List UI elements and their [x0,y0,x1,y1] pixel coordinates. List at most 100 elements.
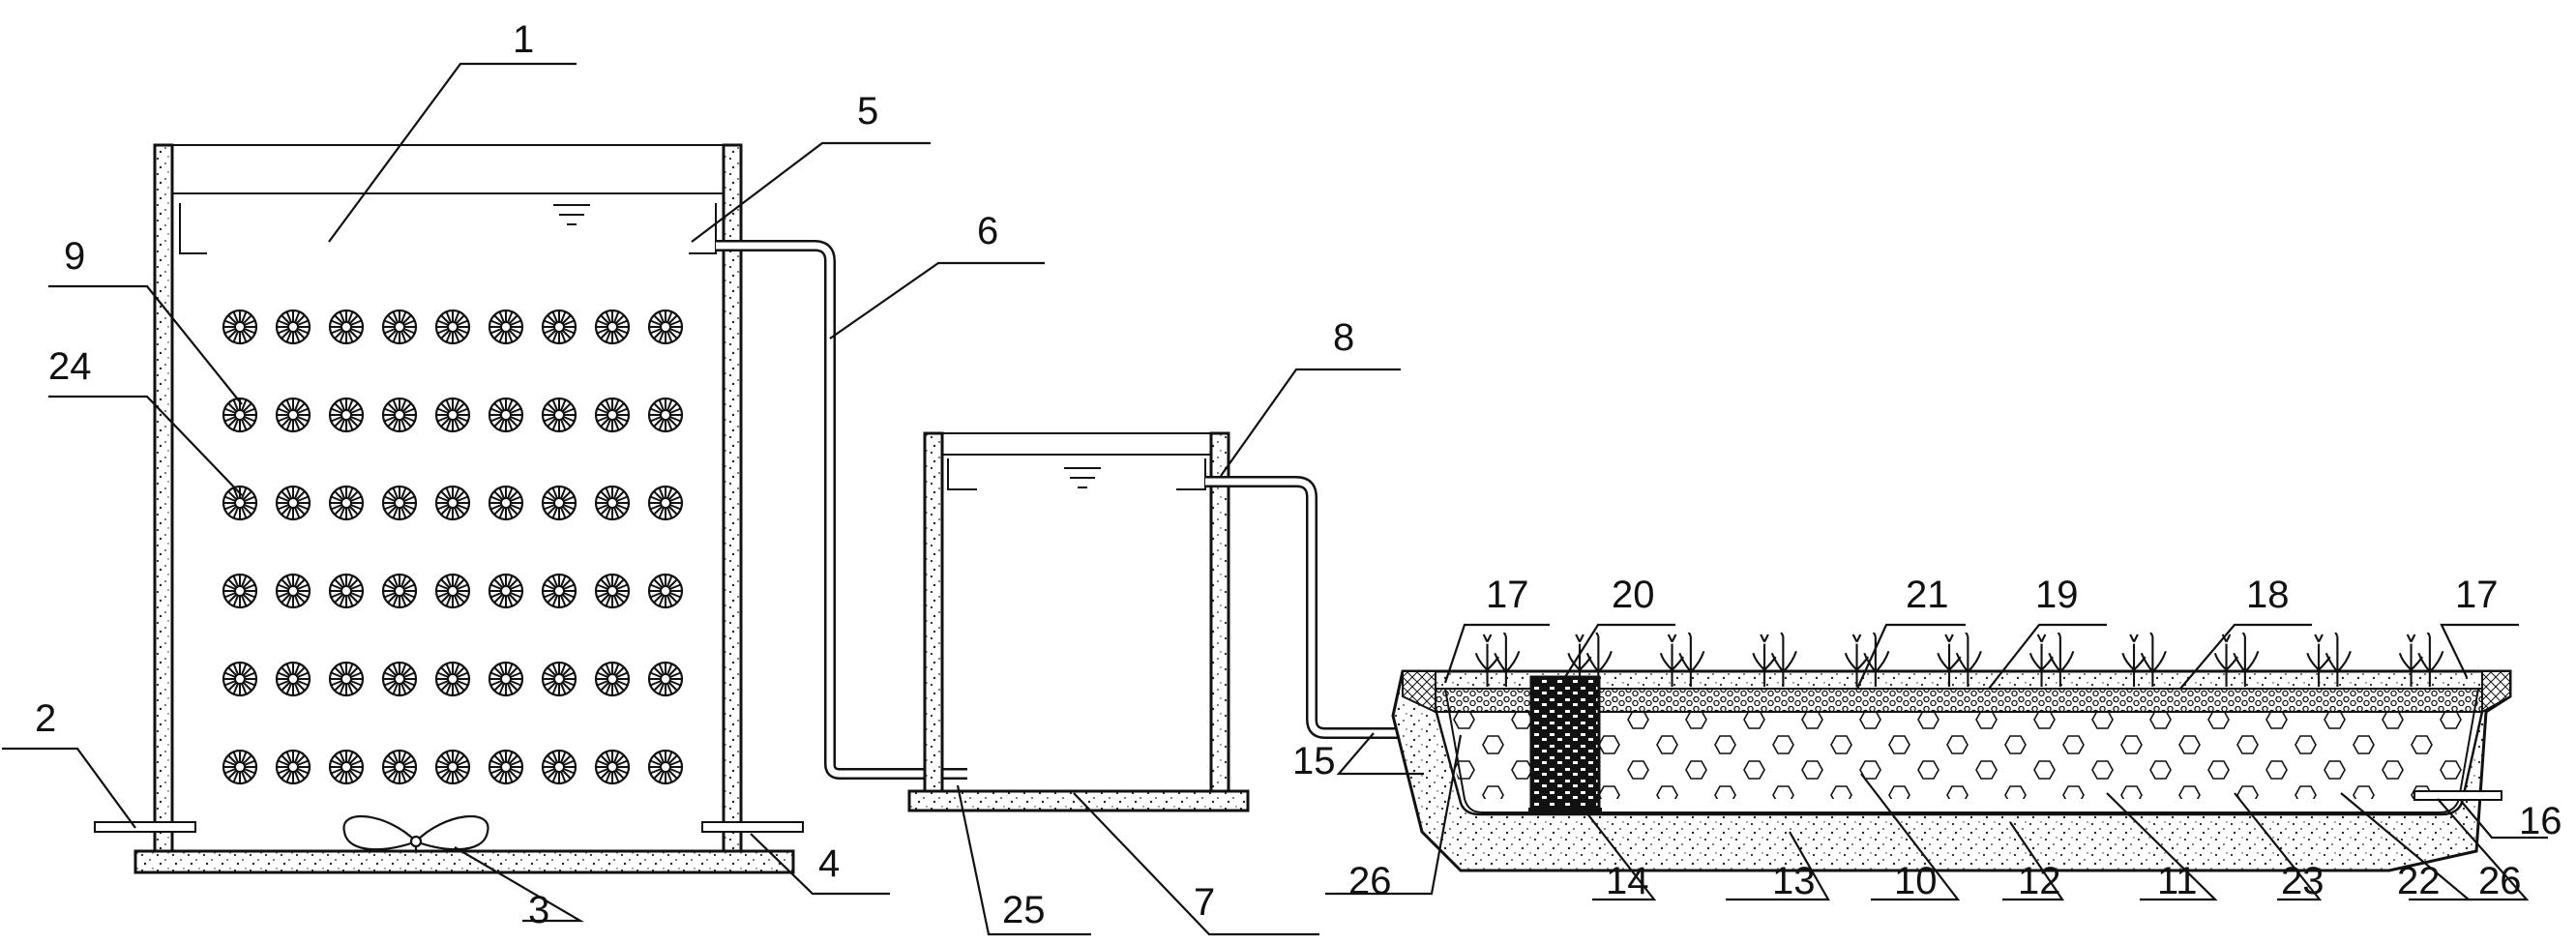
settling-tank-right-wall [1209,431,1230,793]
biofilm-media-icon [594,749,631,785]
biofilm-media-icon [222,485,258,521]
media-grid [222,309,684,785]
label-23: 23 [2281,860,2324,902]
biofilm-media-icon [275,573,311,609]
settling-tank-base [907,789,1250,812]
settling-tank [907,431,1250,812]
biofilm-media-icon [647,397,684,433]
gravel-layer [1435,688,2483,713]
water-level-icon [1064,467,1101,488]
filter-media-layer [1441,712,2476,799]
label-18: 18 [2246,574,2290,616]
drain-pipe [701,821,804,833]
label-1: 1 [513,18,534,61]
biofilm-media-icon [541,661,577,697]
biofilm-media-icon [222,309,258,345]
biofilm-media-icon [381,397,418,433]
biofilm-media-icon [434,573,471,609]
label-13: 13 [1772,860,1816,902]
biofilm-media-icon [328,573,365,609]
stirrer-propeller-icon [342,814,489,851]
label-3: 3 [528,889,549,931]
label-26-right: 26 [2478,860,2522,902]
biofilm-media-icon [328,485,365,521]
label-12: 12 [2018,860,2061,902]
biofilm-media-icon [434,749,471,785]
label-9: 9 [64,235,85,278]
label-20: 20 [1612,574,1655,616]
label-24: 24 [48,345,92,388]
biofilm-media-icon [275,397,311,433]
wetland-outlet-pipe [2413,790,2502,801]
biofilm-media-icon [594,661,631,697]
label-25: 25 [1002,889,1046,931]
biofilm-media-icon [647,749,684,785]
label-22: 22 [2397,860,2441,902]
biofilm-media-icon [381,485,418,521]
filter-column [1529,675,1601,812]
biofilm-media-icon [488,749,524,785]
biofilm-media-icon [328,749,365,785]
label-21: 21 [1906,574,1949,616]
label-19: 19 [2035,574,2079,616]
biofilm-media-icon [275,661,311,697]
biofilm-media-icon [488,309,524,345]
biofilm-media-icon [647,661,684,697]
reactor-right-wall [722,143,743,853]
inlet-pipe [94,821,196,833]
label-4: 4 [818,842,840,885]
biofilm-media-icon [488,397,524,433]
biofilm-media-icon [222,573,258,609]
biofilm-media-icon [488,573,524,609]
biofilm-media-icon [541,485,577,521]
settling-tank-left-wall [923,431,944,793]
biofilm-media-icon [381,573,418,609]
biofilm-media-icon [541,309,577,345]
biofilm-media-icon [541,749,577,785]
biofilm-media-icon [381,309,418,345]
biofilm-media-icon [594,309,631,345]
biofilm-media-icon [434,485,471,521]
biofilm-media-icon [328,397,365,433]
label-17-left: 17 [1486,574,1529,616]
biofilm-media-icon [275,309,311,345]
biofilm-media-icon [488,661,524,697]
leader-lines [2,62,2548,936]
biofilm-media-icon [222,749,258,785]
biofilm-media-icon [434,661,471,697]
reactor-left-wall [153,143,174,853]
reactor-base [133,849,795,874]
biofilm-media-icon [222,661,258,697]
label-14: 14 [1606,860,1649,902]
label-17-right: 17 [2455,574,2499,616]
reactor-tank [94,143,804,874]
label-11: 11 [2157,860,2198,902]
biofilm-media-icon [381,749,418,785]
biofilm-media-icon [488,485,524,521]
biofilm-media-icon [275,485,311,521]
biofilm-media-icon [275,749,311,785]
water-level-icon [553,204,590,225]
biofilm-media-icon [594,397,631,433]
biofilm-media-icon [647,573,684,609]
biofilm-media-icon [434,397,471,433]
biofilm-media-icon [541,397,577,433]
biofilm-media-icon [594,573,631,609]
biofilm-media-icon [594,485,631,521]
biofilm-media-icon [381,661,418,697]
label-16: 16 [2519,800,2562,842]
label-5: 5 [857,90,878,133]
constructed-wetland [1391,633,2512,872]
biofilm-media-icon [647,485,684,521]
label-26-left: 26 [1348,860,1392,902]
label-7: 7 [1194,881,1215,924]
label-2: 2 [35,697,56,740]
label-15: 15 [1292,740,1336,782]
label-10: 10 [1894,860,1938,902]
label-6: 6 [977,210,998,252]
biofilm-media-icon [328,661,365,697]
biofilm-media-icon [434,309,471,345]
biofilm-media-icon [541,573,577,609]
label-8: 8 [1333,316,1354,359]
